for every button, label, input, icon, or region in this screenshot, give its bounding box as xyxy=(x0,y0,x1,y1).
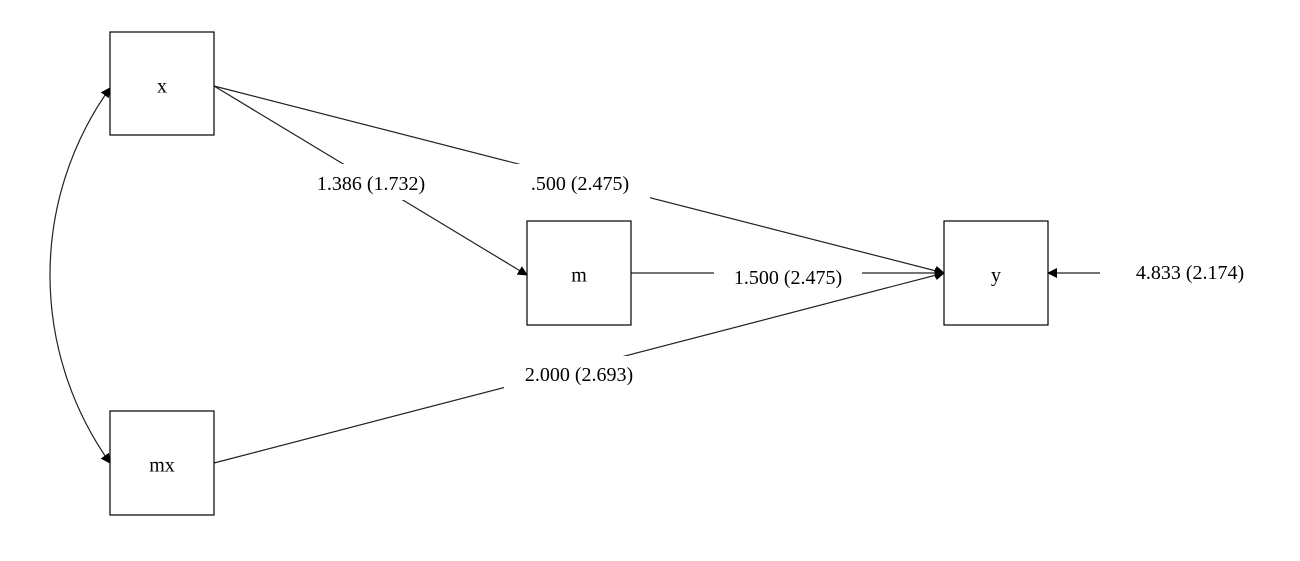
node-y: y xyxy=(943,220,1049,326)
edge-label-x-y: .500 (2.475) xyxy=(531,173,629,195)
node-label-x: x xyxy=(157,76,167,98)
edge-label-m-y: 1.500 (2.475) xyxy=(734,267,842,289)
node-label-mx: mx xyxy=(149,455,175,477)
covariance-x-mx xyxy=(49,87,111,464)
node-m: m xyxy=(526,220,632,326)
node-label-y: y xyxy=(991,265,1001,287)
edge-label-mx-y: 2.000 (2.693) xyxy=(525,364,633,386)
residual-label-y: 4.833 (2.174) xyxy=(1136,262,1244,284)
node-label-m: m xyxy=(571,265,587,287)
node-x: x xyxy=(109,31,215,136)
edge-label-x-m: 1.386 (1.732) xyxy=(317,173,425,195)
node-mx: mx xyxy=(109,410,215,516)
